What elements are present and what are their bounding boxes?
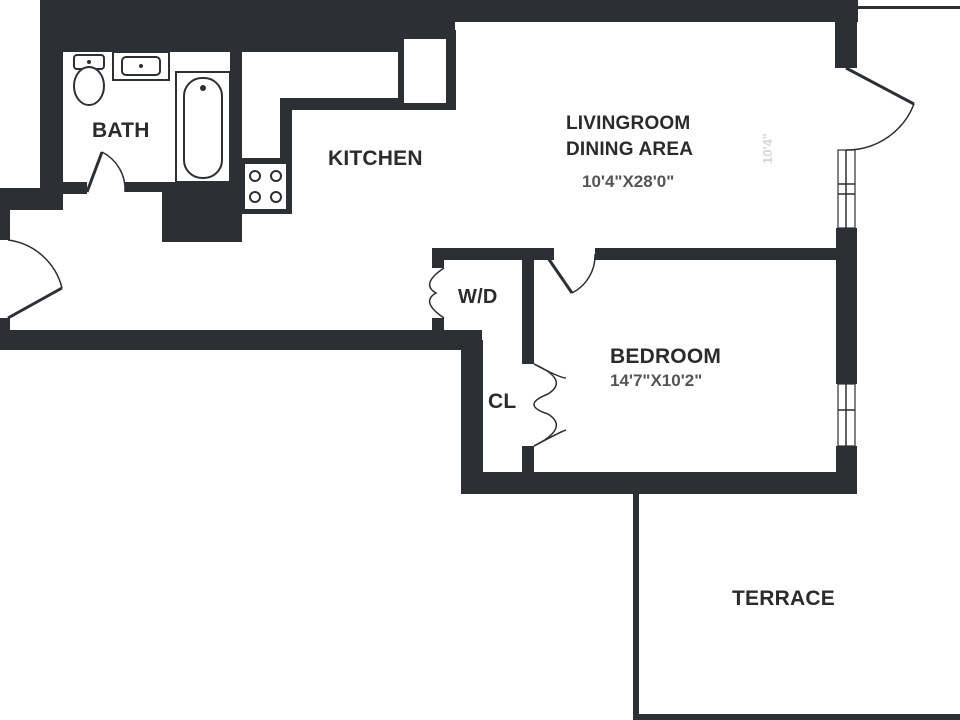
- wall-bedroom-top-left: [534, 248, 554, 260]
- entry-door[interactable]: [7, 286, 63, 320]
- wall-wd-top: [432, 248, 548, 260]
- stove-icon: [243, 162, 288, 211]
- wall-cl-right-top: [522, 340, 534, 364]
- burner-icon: [249, 170, 261, 182]
- terrace-bottom-edge: [633, 714, 960, 720]
- terrace-door-swing: [845, 103, 915, 151]
- room-label-bath: BATH: [92, 119, 150, 142]
- cl-door-swing[interactable]: [533, 363, 558, 447]
- wall-left-upper: [40, 0, 63, 192]
- wall-closet-block: [162, 182, 242, 242]
- wall-wd-right: [522, 248, 534, 340]
- bath-door[interactable]: [85, 151, 104, 193]
- wall-right-mid: [836, 228, 857, 384]
- bathtub-inner-icon: [183, 77, 223, 179]
- bedroom-door-swing: [571, 253, 596, 294]
- room-label-dining: DINING AREA: [566, 139, 694, 160]
- wall-right-upper: [835, 8, 857, 68]
- wall-bath-right: [230, 52, 242, 192]
- wall-wd-left-top: [432, 248, 444, 268]
- room-dimensions-bedroom: 14'7"X10'2": [610, 371, 703, 390]
- toilet-bowl-icon: [73, 66, 105, 106]
- bath-door-swing: [101, 151, 126, 193]
- faded-dimension-marking: 10'4": [760, 133, 775, 164]
- room-label-closet: CL: [488, 390, 517, 413]
- room-label-living: LIVINGROOM: [566, 113, 691, 134]
- wd-door-swing[interactable]: [428, 267, 445, 319]
- wall-wd-left-bottom: [432, 318, 444, 330]
- wall-cl-left: [461, 340, 483, 494]
- bedroom-door[interactable]: [546, 257, 574, 294]
- wall-bedroom-top: [595, 248, 857, 260]
- cl-door-swing-inner: [533, 363, 567, 447]
- room-label-washer-dryer: W/D: [458, 286, 498, 308]
- wall-kitchen-cabinet: [280, 98, 292, 160]
- outer-right-edge: [856, 6, 960, 9]
- room-label-terrace: TERRACE: [732, 587, 835, 610]
- burner-icon: [270, 170, 282, 182]
- wall-entry-top-left: [0, 188, 63, 210]
- room-dimensions-living: 10'4"X28'0": [582, 172, 675, 191]
- entry-door-swing: [7, 239, 63, 289]
- burner-icon: [249, 191, 261, 203]
- toilet-button-icon: [87, 60, 91, 64]
- burner-icon: [270, 191, 282, 203]
- wall-kitchen-top: [280, 98, 400, 110]
- wall-bath-bottom-left: [63, 182, 87, 194]
- wall-cl-right-bottom: [522, 446, 534, 476]
- terrace-door[interactable]: [845, 66, 915, 106]
- wall-bedroom-bottom: [461, 472, 857, 494]
- wall-entry-left: [0, 188, 10, 240]
- room-label-bedroom: BEDROOM: [610, 345, 722, 368]
- wall-corridor-bottom: [0, 330, 482, 350]
- wall-corridor-bottom-left: [0, 318, 10, 350]
- drain-icon: [200, 85, 206, 91]
- room-label-kitchen: KITCHEN: [328, 147, 423, 170]
- column-inner: [402, 37, 448, 105]
- faucet-icon: [139, 64, 143, 68]
- terrace-left-edge: [633, 494, 639, 720]
